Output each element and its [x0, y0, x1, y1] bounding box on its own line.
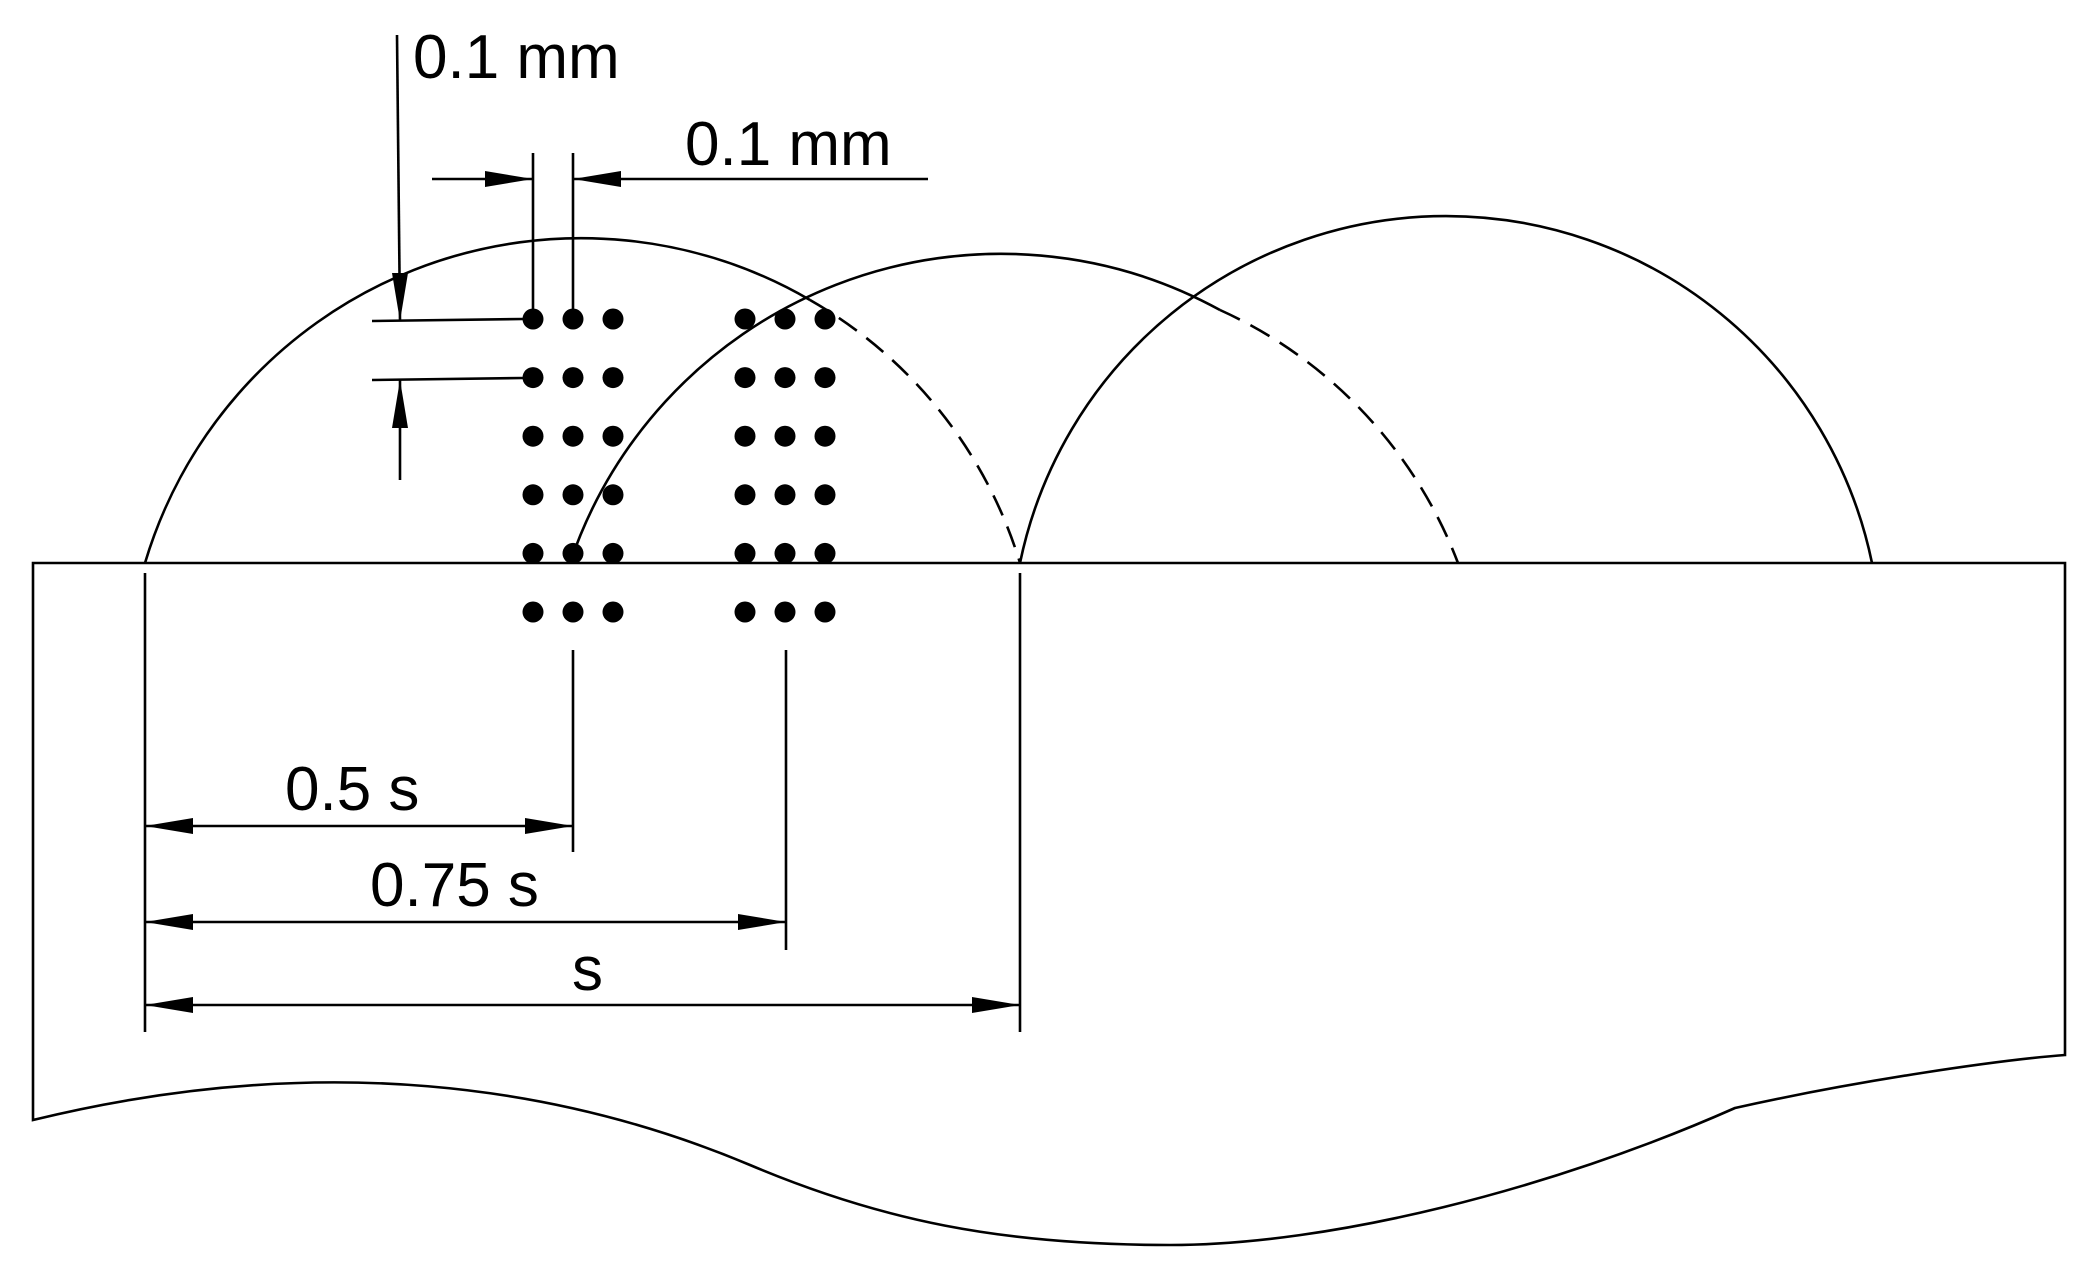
measurement-point-g1-r6-c1 — [522, 601, 544, 623]
three-quarter-s-label: 0.75 s — [370, 851, 539, 920]
full-s-arrow-left — [145, 997, 193, 1013]
vertical-pitch-label: 0.1 mm — [413, 23, 620, 92]
weld-bead-1-hidden-arc — [809, 298, 1022, 564]
vpitch-ext-line-top — [371, 317, 524, 323]
measurement-point-g1-r1-c3 — [602, 308, 624, 330]
measurement-point-g2-r2-c2 — [774, 367, 796, 389]
measurement-point-g2-r2-c3 — [814, 367, 836, 389]
measurement-point-g2-r3-c1 — [734, 425, 756, 447]
measurement-point-g1-r4-c1 — [522, 484, 544, 506]
measurement-point-g2-r1-c3 — [814, 308, 836, 330]
measurement-point-g2-r2-c1 — [734, 367, 756, 389]
three-quarter-s-arrow-right — [738, 914, 786, 930]
measurement-point-g1-r2-c3 — [602, 367, 624, 389]
full-s-label: s — [572, 935, 603, 1004]
measurement-point-g2-r5-c3 — [814, 542, 836, 564]
measurement-point-g1-r2-c1 — [522, 367, 544, 389]
measurement-point-g1-r3-c1 — [522, 425, 544, 447]
measurement-point-g2-r3-c3 — [814, 425, 836, 447]
measurement-point-g2-r4-c1 — [734, 484, 756, 506]
measurement-point-g1-r1-c2 — [562, 308, 584, 330]
measurement-point-g2-r6-c2 — [774, 601, 796, 623]
vpitch-ext-line-bottom — [371, 376, 524, 382]
weld-bead-1-arc — [143, 236, 811, 564]
measurement-point-grid — [522, 308, 836, 623]
measurement-point-g1-r6-c2 — [562, 601, 584, 623]
measurement-point-g2-r1-c1 — [734, 308, 756, 330]
half-s-label: 0.5 s — [285, 755, 419, 824]
weld-bead-2-arc — [568, 252, 1221, 564]
measurement-point-g2-r4-c3 — [814, 484, 836, 506]
weld-bead-3-arc — [1018, 214, 1874, 564]
measurement-point-g2-r6-c1 — [734, 601, 756, 623]
measurement-point-g2-r5-c2 — [774, 542, 796, 564]
horizontal-pitch-label: 0.1 mm — [685, 110, 892, 179]
measurement-point-g1-r5-c2 — [562, 542, 584, 564]
vpitch-arrow-top — [392, 273, 408, 321]
measurement-point-g2-r5-c1 — [734, 542, 756, 564]
weld-bead-2-hidden-arc — [1219, 308, 1460, 564]
measurement-point-g1-r4-c2 — [562, 484, 584, 506]
measurement-point-g2-r3-c2 — [774, 425, 796, 447]
measurement-point-g1-r3-c2 — [562, 425, 584, 447]
pitch-arrow-right — [573, 171, 621, 187]
measurement-point-g1-r5-c3 — [602, 542, 624, 564]
measurement-point-g2-r4-c2 — [774, 484, 796, 506]
full-s-arrow-right — [972, 997, 1020, 1013]
measurement-point-g1-r5-c1 — [522, 542, 544, 564]
measurement-point-g1-r4-c3 — [602, 484, 624, 506]
measurement-point-g1-r6-c3 — [602, 601, 624, 623]
vpitch-arrow-bottom — [392, 380, 408, 428]
pitch-arrow-left — [485, 171, 533, 187]
measurement-point-g1-r3-c3 — [602, 425, 624, 447]
measurement-point-g1-r2-c2 — [562, 367, 584, 389]
measurement-point-g2-r1-c2 — [774, 308, 796, 330]
measurement-point-g2-r6-c3 — [814, 601, 836, 623]
measurement-point-g1-r1-c1 — [522, 308, 544, 330]
half-s-arrow-left — [145, 818, 193, 834]
half-s-arrow-right — [525, 818, 573, 834]
three-quarter-s-arrow-left — [145, 914, 193, 930]
base-plate-outline — [31, 561, 2067, 1247]
